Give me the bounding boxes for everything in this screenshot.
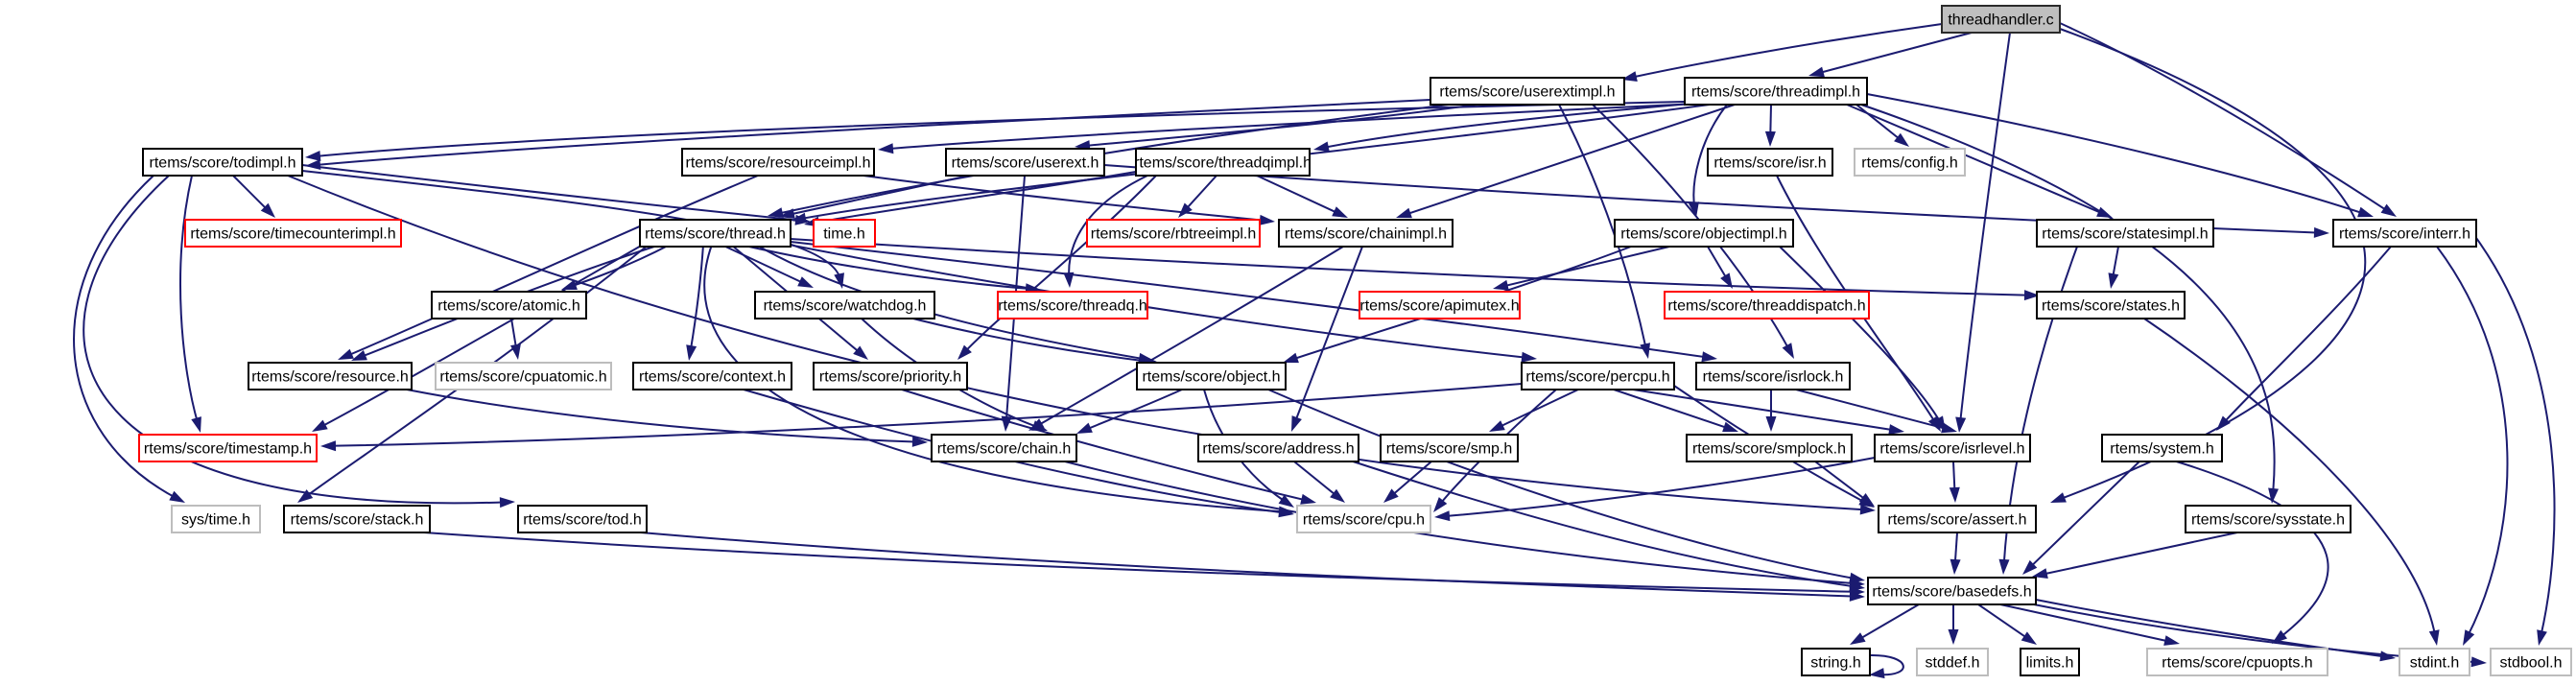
svg-text:rtems/score/thread.h: rtems/score/thread.h: [645, 226, 786, 243]
svg-text:rtems/score/smplock.h: rtems/score/smplock.h: [1692, 441, 1846, 458]
svg-text:rtems/score/isrlock.h: rtems/score/isrlock.h: [1703, 369, 1844, 386]
svg-text:limits.h: limits.h: [2026, 655, 2074, 672]
svg-text:rtems/score/sysstate.h: rtems/score/sysstate.h: [2191, 512, 2345, 529]
svg-text:sys/time.h: sys/time.h: [181, 512, 250, 529]
svg-text:rtems/score/object.h: rtems/score/object.h: [1142, 369, 1280, 386]
svg-text:rtems/score/priority.h: rtems/score/priority.h: [819, 369, 961, 386]
svg-text:rtems/score/smp.h: rtems/score/smp.h: [1386, 441, 1513, 458]
svg-text:rtems/score/tod.h: rtems/score/tod.h: [523, 512, 642, 529]
svg-text:rtems/score/states.h: rtems/score/states.h: [2042, 298, 2180, 315]
svg-text:rtems/score/cpu.h: rtems/score/cpu.h: [1303, 512, 1425, 529]
svg-text:rtems/score/chain.h: rtems/score/chain.h: [937, 441, 1072, 458]
svg-text:rtems/score/basedefs.h: rtems/score/basedefs.h: [1872, 584, 2031, 601]
svg-text:rtems/score/atomic.h: rtems/score/atomic.h: [437, 298, 579, 315]
svg-text:rtems/score/assert.h: rtems/score/assert.h: [1888, 512, 2027, 529]
svg-text:rtems/score/interr.h: rtems/score/interr.h: [2339, 226, 2470, 243]
svg-text:time.h: time.h: [823, 226, 865, 243]
svg-text:rtems/score/threadq.h: rtems/score/threadq.h: [998, 298, 1147, 315]
svg-text:rtems/score/threadimpl.h: rtems/score/threadimpl.h: [1691, 84, 1860, 101]
svg-text:rtems/score/stack.h: rtems/score/stack.h: [291, 512, 424, 529]
svg-text:rtems/score/todimpl.h: rtems/score/todimpl.h: [150, 155, 296, 172]
svg-text:rtems/score/userextimpl.h: rtems/score/userextimpl.h: [1439, 84, 1615, 101]
svg-text:rtems/score/threaddispatch.h: rtems/score/threaddispatch.h: [1667, 298, 1865, 315]
svg-text:rtems/score/objectimpl.h: rtems/score/objectimpl.h: [1620, 226, 1786, 243]
svg-text:rtems/score/cpuatomic.h: rtems/score/cpuatomic.h: [439, 369, 606, 386]
svg-text:rtems/score/timecounterimpl.h: rtems/score/timecounterimpl.h: [190, 226, 395, 243]
svg-text:rtems/score/address.h: rtems/score/address.h: [1202, 441, 1354, 458]
svg-text:rtems/score/chainimpl.h: rtems/score/chainimpl.h: [1285, 226, 1447, 243]
svg-text:string.h: string.h: [1810, 655, 1860, 672]
svg-text:rtems/config.h: rtems/config.h: [1861, 155, 1957, 172]
svg-text:rtems/score/apimutex.h: rtems/score/apimutex.h: [1359, 298, 1519, 315]
svg-text:rtems/score/timestamp.h: rtems/score/timestamp.h: [144, 441, 312, 458]
svg-text:rtems/score/threadqimpl.h: rtems/score/threadqimpl.h: [1134, 155, 1312, 172]
svg-text:threadhandler.c: threadhandler.c: [1948, 12, 2053, 29]
svg-text:rtems/system.h: rtems/system.h: [2110, 441, 2213, 458]
svg-text:stddef.h: stddef.h: [1926, 655, 1980, 672]
svg-text:rtems/score/percpu.h: rtems/score/percpu.h: [1525, 369, 1669, 386]
svg-text:rtems/score/resource.h: rtems/score/resource.h: [251, 369, 409, 386]
svg-text:rtems/score/cpuopts.h: rtems/score/cpuopts.h: [2162, 655, 2312, 672]
svg-text:stdint.h: stdint.h: [2410, 655, 2460, 672]
svg-text:stdbool.h: stdbool.h: [2500, 655, 2563, 672]
svg-text:rtems/score/isr.h: rtems/score/isr.h: [1713, 155, 1826, 172]
svg-text:rtems/score/context.h: rtems/score/context.h: [639, 369, 786, 386]
svg-text:rtems/score/resourceimpl.h: rtems/score/resourceimpl.h: [686, 155, 871, 172]
svg-text:rtems/score/isrlevel.h: rtems/score/isrlevel.h: [1879, 441, 2024, 458]
svg-text:rtems/score/watchdog.h: rtems/score/watchdog.h: [764, 298, 927, 315]
svg-text:rtems/score/rbtreeimpl.h: rtems/score/rbtreeimpl.h: [1091, 226, 1257, 243]
svg-text:rtems/score/userext.h: rtems/score/userext.h: [952, 155, 1099, 172]
svg-text:rtems/score/statesimpl.h: rtems/score/statesimpl.h: [2042, 226, 2208, 243]
